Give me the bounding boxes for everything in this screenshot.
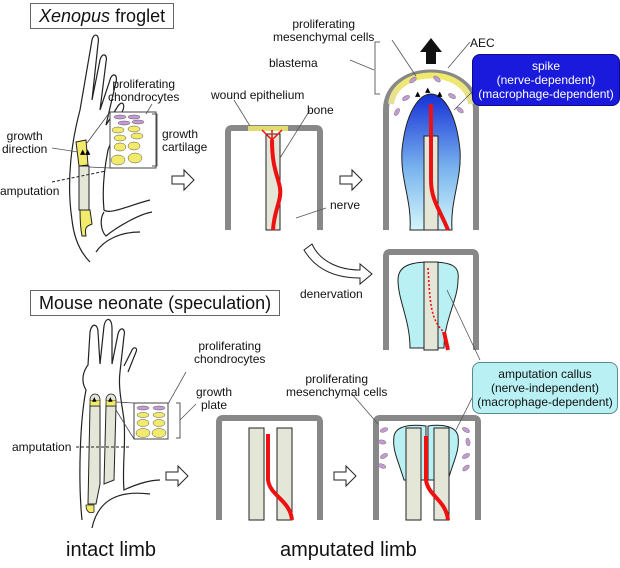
- label-growth-cartilage: growth cartilage: [162, 127, 208, 154]
- nerve: [442, 331, 450, 351]
- xenopus-intact-limb: ▲ ▲: [51, 34, 158, 263]
- nerve: [266, 434, 294, 521]
- aec: [388, 72, 474, 105]
- mouse-limb-outline: [79, 318, 161, 521]
- mouse-callus-limb: [351, 377, 483, 521]
- skin: [216, 415, 323, 520]
- curved-arrow-icon: [303, 243, 373, 286]
- up-arrow-icon: ▲: [92, 396, 97, 403]
- label-amputation-xenopus: amputation: [0, 184, 60, 198]
- label-blastema: blastema: [269, 56, 318, 70]
- xenopus-amputated-limb: [225, 99, 327, 231]
- up-arrow-icon: ▲: [415, 90, 421, 98]
- spike-callout: spike (nerve-dependent) (macrophage-depe…: [472, 54, 620, 106]
- label-growth-direction: growth direction: [2, 129, 48, 156]
- nerve: [424, 436, 450, 521]
- bone: [248, 427, 265, 521]
- mouse-intact-limb: ▲ ▲: [76, 318, 197, 529]
- label-proliferating-chondrocytes: proliferating chondrocytes: [108, 77, 180, 104]
- bone: [405, 427, 422, 521]
- caption-intact-limb: intact limb: [66, 539, 157, 561]
- growth-arrow-icon: [420, 38, 442, 64]
- label-nerve: nerve: [330, 198, 361, 212]
- amputation-line: [51, 170, 107, 183]
- xenopus-title: Xenopus froglet: [30, 3, 175, 29]
- denervated-limb: [383, 249, 481, 361]
- bone: [423, 261, 439, 351]
- mouse-title: Mouse neonate (speculation): [30, 290, 281, 316]
- growth-plate-bracket: [176, 402, 181, 439]
- label-proliferating-mesenchymal-cells: proliferating mesenchymal cells: [273, 17, 375, 44]
- xenopus-title-italic: Xenopus: [39, 6, 111, 26]
- callus-callout: amputation callus (nerve-independent) (m…: [472, 362, 618, 414]
- caption-amputated-limb: amputated limb: [280, 539, 417, 561]
- right-arrow-icon: [171, 168, 195, 192]
- label-denervation: denervation: [300, 287, 363, 301]
- label-proliferating-chondrocytes-mouse: proliferating chondrocytes: [194, 339, 266, 366]
- wound-epithelium: [248, 126, 288, 131]
- label-proliferating-mesenchymal-cells-mouse: proliferating mesenchymal cells: [286, 372, 388, 399]
- mouse-amputated-limb: [216, 415, 323, 521]
- chondrocyte-cells: [135, 405, 167, 438]
- bone-shaft: [87, 405, 101, 505]
- label-amputation-mouse: amputation: [12, 440, 72, 454]
- right-arrow-icon: [339, 168, 363, 192]
- macrophages: [394, 75, 464, 116]
- label-growth-plate: growth plate: [196, 385, 233, 412]
- growth-cartilage: [75, 139, 89, 167]
- blastema-bracket: [374, 41, 380, 95]
- xenopus-blastema: ▲ ▲ ▲: [349, 38, 479, 231]
- label-bone: bone: [307, 103, 334, 117]
- nerve-degenerated: [427, 267, 445, 333]
- skin: [373, 415, 481, 520]
- right-arrow-icon: [333, 464, 357, 488]
- growth-cartilage-bracket: [152, 113, 158, 167]
- skin: [383, 249, 479, 350]
- up-arrow-icon: ▲: [108, 396, 113, 403]
- chondrocyte-cells: [110, 114, 145, 166]
- bone-end-cartilage: [79, 209, 93, 237]
- label-wound-epithelium: wound epithelium: [211, 88, 305, 102]
- right-arrow-icon: [165, 464, 189, 488]
- up-arrow-icon: ▲: [80, 148, 86, 156]
- label-aec: AEC: [470, 36, 495, 50]
- bone-shaft: [103, 405, 117, 485]
- bone-shaft: [78, 165, 90, 211]
- nerve: [270, 139, 283, 231]
- xenopus-limb-outline: [68, 34, 151, 221]
- up-arrow-icon: ▲: [437, 90, 443, 98]
- xenopus-title-rest: froglet: [110, 6, 166, 26]
- up-arrow-icon: ▲: [425, 86, 431, 94]
- macrophages: [377, 427, 471, 472]
- nerve: [429, 104, 450, 231]
- up-arrow-icon: ▲: [85, 148, 91, 156]
